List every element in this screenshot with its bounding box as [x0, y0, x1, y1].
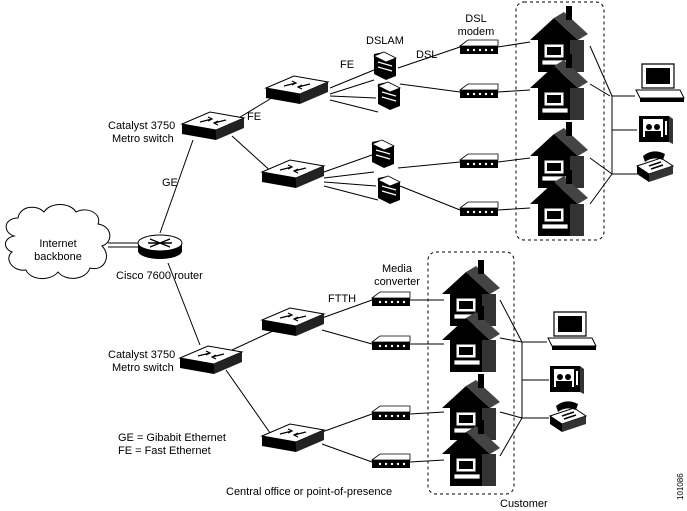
phone-bottom-icon	[549, 400, 587, 433]
media-converter-2-icon	[371, 335, 411, 351]
dslam-4-icon	[377, 175, 401, 205]
pc-bottom-icon	[547, 311, 597, 351]
tv-bottom-icon	[550, 366, 584, 394]
internet-cloud	[5, 204, 111, 279]
pc-top-icon	[635, 63, 685, 103]
central-office-label: Central office or point-of-presence	[226, 486, 392, 498]
dsl-modem-4-icon	[459, 201, 499, 217]
dsl-link-label: DSL	[416, 49, 437, 61]
ge-link-label: GE	[162, 177, 178, 189]
customer-group-bottom	[427, 251, 515, 495]
edge-switch-2-icon	[261, 159, 325, 189]
switch-top-line1: Catalyst 3750	[108, 120, 175, 132]
router-icon	[137, 234, 183, 260]
house-3-icon	[529, 121, 589, 189]
figure-id: 101086	[676, 473, 685, 500]
media-converter-3-icon	[371, 405, 411, 421]
metro-switch-top-icon	[181, 111, 245, 141]
dsl-modem-label-line1: DSL	[465, 13, 486, 25]
phone-top-icon	[636, 150, 674, 183]
dsl-modem-1-icon	[459, 39, 499, 55]
cloud-label-line1: Internet	[39, 238, 76, 250]
edge-switch-1-icon	[265, 75, 329, 105]
dslam-1-icon	[373, 51, 397, 81]
dslam-3-icon	[371, 139, 395, 169]
dslam-label: DSLAM	[366, 35, 404, 47]
switch-bottom-line1: Catalyst 3750	[108, 349, 175, 361]
media-converter-4-icon	[371, 453, 411, 469]
dsl-modem-label-line2: modem	[458, 26, 495, 38]
switch-top-line2: Metro switch	[112, 133, 174, 145]
router-label: Cisco 7600 router	[116, 270, 203, 282]
tv-top-icon	[639, 116, 673, 144]
cloud-label-line2: backbone	[34, 251, 82, 263]
media-converter-label-line1: Media	[382, 263, 413, 275]
ftth-link-label: FTTH	[328, 293, 356, 305]
legend-ge: GE = Gibabit Ethernet	[118, 432, 226, 444]
fe-link-label-1: FE	[247, 111, 261, 123]
media-converter-1-icon	[371, 291, 411, 307]
media-converter-label-line2: converter	[374, 276, 420, 288]
customer-label: Customer	[500, 498, 548, 510]
customer-group-top	[515, 1, 605, 241]
house-1-icon	[529, 5, 589, 73]
legend-fe: FE = Fast Ethernet	[118, 445, 211, 457]
dsl-modem-3-icon	[459, 153, 499, 169]
dslam-2-icon	[377, 81, 401, 111]
switch-bottom-line2: Metro switch	[112, 362, 174, 374]
links	[108, 41, 637, 463]
metro-switch-bottom-icon	[179, 345, 243, 375]
dsl-modem-2-icon	[459, 83, 499, 99]
edge-switch-4-icon	[261, 423, 325, 453]
fe-link-label-2: FE	[340, 59, 354, 71]
